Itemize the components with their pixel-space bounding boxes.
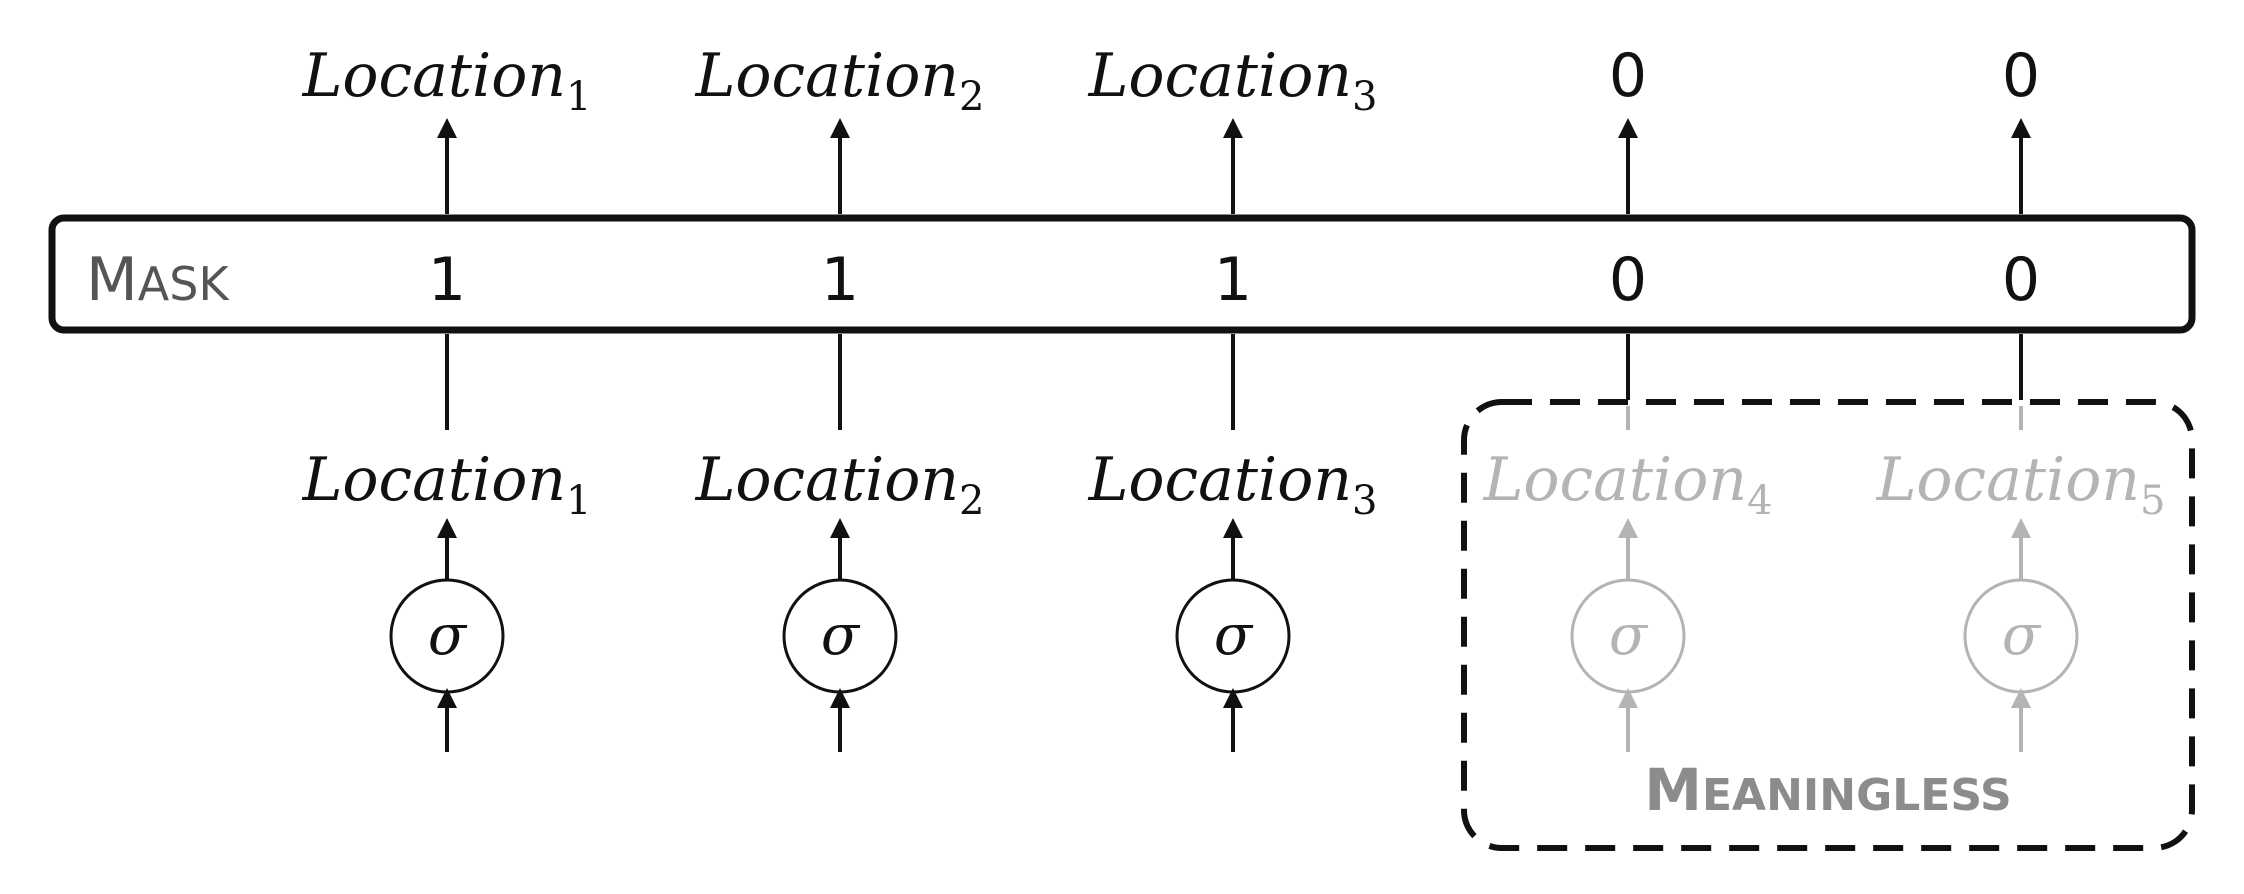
output-label-2-base: Location bbox=[695, 41, 959, 111]
input-label-3: Location3 bbox=[1088, 445, 1378, 524]
input-label-1-base: Location bbox=[302, 445, 566, 515]
mask-value-5: 0 bbox=[2002, 245, 2040, 315]
sigma-symbol-4: σ bbox=[1609, 603, 1649, 668]
output-zero-4: 0 bbox=[1609, 41, 1647, 111]
sigma-symbol-1: σ bbox=[428, 603, 468, 668]
input-label-3-base: Location bbox=[1088, 445, 1352, 515]
mask-value-4: 0 bbox=[1609, 245, 1647, 315]
input-label-4-base: Location bbox=[1483, 445, 1747, 515]
mask-title: MASK bbox=[86, 245, 230, 315]
input-label-2: Location2 bbox=[695, 445, 985, 524]
input-label-4: Location4 bbox=[1483, 445, 1773, 524]
mask-value-3: 1 bbox=[1214, 245, 1252, 315]
mask-title-cap: M bbox=[86, 245, 138, 315]
input-label-3-subscript: 3 bbox=[1352, 478, 1377, 524]
output-label-3-base: Location bbox=[1088, 41, 1352, 111]
output-label-2: Location2 bbox=[695, 41, 985, 120]
mask-value-1: 1 bbox=[428, 245, 466, 315]
meaningless-label-rest: EANINGLESS bbox=[1702, 770, 2012, 821]
output-label-3: Location3 bbox=[1088, 41, 1378, 120]
mask-bar bbox=[48, 214, 2196, 334]
output-zero-5: 0 bbox=[2002, 41, 2040, 111]
input-label-5-subscript: 5 bbox=[2140, 478, 2165, 524]
input-label-5: Location5 bbox=[1876, 445, 2166, 524]
mask-title-rest: ASK bbox=[138, 257, 231, 311]
sigma-symbol-2: σ bbox=[821, 603, 861, 668]
input-label-5-base: Location bbox=[1876, 445, 2140, 515]
sigma-symbol-3: σ bbox=[1214, 603, 1254, 668]
meaningless-region-box bbox=[1461, 399, 2195, 851]
output-label-3-subscript: 3 bbox=[1352, 74, 1377, 120]
input-label-4-subscript: 4 bbox=[1747, 478, 1772, 524]
output-label-1: Location1 bbox=[302, 41, 592, 120]
meaningless-label: MEANINGLESS bbox=[1644, 756, 2011, 824]
input-label-1: Location1 bbox=[302, 445, 592, 524]
mask-value-2: 1 bbox=[821, 245, 859, 315]
input-label-2-subscript: 2 bbox=[959, 478, 984, 524]
output-label-2-subscript: 2 bbox=[959, 74, 984, 120]
output-label-1-base: Location bbox=[302, 41, 566, 111]
sigma-symbol-5: σ bbox=[2002, 603, 2042, 668]
input-label-2-base: Location bbox=[695, 445, 959, 515]
input-label-1-subscript: 1 bbox=[566, 478, 591, 524]
output-label-1-subscript: 1 bbox=[566, 74, 591, 120]
meaningless-label-cap: M bbox=[1644, 756, 1702, 824]
